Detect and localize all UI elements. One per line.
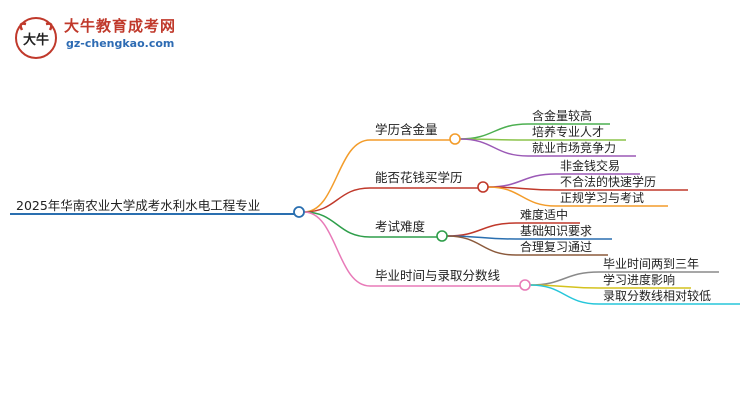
logo-url[interactable]: gz-chengkao.com [66,37,175,50]
leaf-label: 就业市场竞争力 [532,140,616,155]
leaf-label: 基础知识要求 [520,224,592,238]
branch-node-biye[interactable]: 毕业时间与录取分数线 [370,268,531,291]
leaf-node[interactable]: 难度适中 [516,207,580,224]
branch-leaf-connector [487,173,557,188]
leaf-label: 合理复习通过 [520,239,592,254]
leaf-label: 毕业时间两到三年 [603,257,699,271]
branch-toggle[interactable] [477,181,489,193]
root-branch-connector [303,139,371,213]
root-branch-connector [303,211,371,287]
leaf-node[interactable]: 非金钱交易 [556,158,640,175]
leaf-label: 正规学习与考试 [560,190,644,205]
branch-toggle[interactable] [519,279,531,291]
branch-leaf-connector [446,235,517,256]
leaf-node[interactable]: 就业市场竞争力 [528,140,636,157]
leaf-label: 难度适中 [520,207,568,222]
leaf-label: 不合法的快速学历 [560,174,656,189]
root-label: 2025年华南农业大学成考水利水电工程专业 [16,198,260,213]
connectors [303,123,600,305]
branch-leaf-connector [487,186,557,207]
branch-leaf-connector [529,271,600,286]
leaf-label: 含金量较高 [532,108,592,123]
leaf-node[interactable]: 毕业时间两到三年 [599,257,719,273]
leaf-label: 非金钱交易 [560,158,620,173]
branch-leaf-connector [529,284,600,305]
branch-node-xueli[interactable]: 学历含金量 [370,122,461,145]
branch-label: 毕业时间与录取分数线 [375,268,501,283]
leaf-node[interactable]: 不合法的快速学历 [556,174,688,191]
branch-label: 考试难度 [375,219,426,234]
branch-label: 学历含金量 [375,122,438,137]
leaf-label: 培养专业人才 [532,124,604,139]
root-node[interactable]: 2025年华南农业大学成考水利水电工程专业 [10,198,305,218]
logo-mark-text: 大牛 [23,32,49,48]
leaf-node[interactable]: 合理复习通过 [516,239,608,256]
leaf-node[interactable]: 正规学习与考试 [556,190,668,207]
root-branch-connector [303,211,371,238]
leaf-label: 录取分数线相对较低 [603,288,711,303]
root-branch-connector [303,187,371,213]
leaf-node[interactable]: 学习进度影响 [599,272,691,289]
logo-title: 大牛教育成考网 [64,17,177,35]
branch-leaf-connector [459,138,529,157]
branch-label: 能否花钱买学历 [375,170,463,185]
branch-leaf-connector [459,123,529,140]
leaf-node[interactable]: 培养专业人才 [528,124,626,141]
site-logo[interactable]: 大牛 大牛教育成考网 gz-chengkao.com [14,14,229,60]
root-toggle[interactable] [293,206,305,218]
leaf-node[interactable]: 含金量较高 [528,108,610,125]
branch-leaf-connector [446,222,517,237]
branch-toggle[interactable] [449,133,461,145]
branch-node-nandu[interactable]: 考试难度 [370,219,448,242]
leaf-node[interactable]: 基础知识要求 [516,224,612,240]
leaf-label: 学习进度影响 [603,272,675,287]
bull-logo-icon: 大牛 [15,17,57,59]
leaf-node[interactable]: 录取分数线相对较低 [599,288,740,305]
branch-node-huaqian[interactable]: 能否花钱买学历 [370,170,489,193]
branch-toggle[interactable] [436,230,448,242]
